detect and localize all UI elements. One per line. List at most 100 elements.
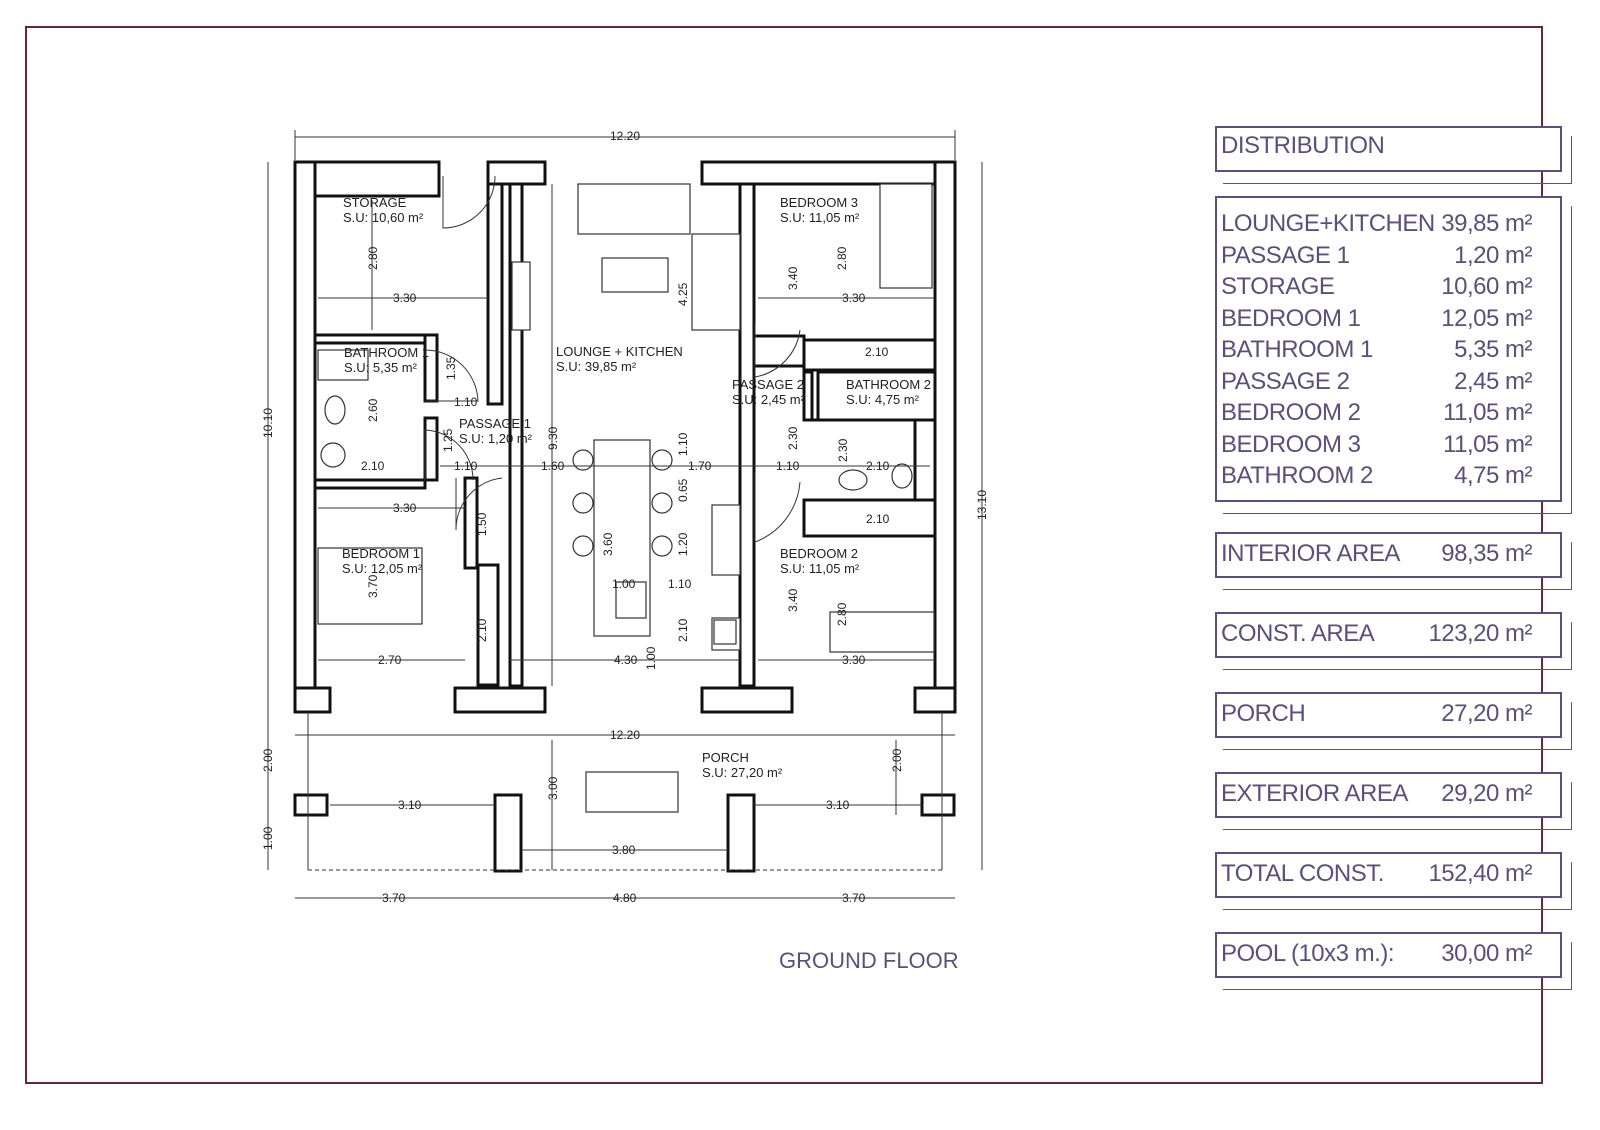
dim-bed2-top: 2.10 bbox=[866, 512, 890, 526]
dim-lounge-e: 3.60 bbox=[601, 532, 615, 556]
distribution-label: BATHROOM 1 bbox=[1221, 336, 1373, 363]
dim-porch-mid: 3.80 bbox=[612, 843, 636, 857]
dim-lounge-k: 4.25 bbox=[676, 282, 690, 306]
distribution-label: BATHROOM 2 bbox=[1221, 462, 1373, 489]
bedroom1-area: S.U: 12,05 m² bbox=[342, 561, 423, 576]
passage2-area: S.U: 2,45 m² bbox=[732, 392, 806, 407]
distribution-value: 12,05 m² bbox=[1441, 304, 1532, 332]
bedroom2-name: BEDROOM 2 bbox=[780, 546, 858, 561]
summary-label: PORCH bbox=[1221, 700, 1306, 727]
distribution-row: BATHROOM 2 4,75 m² bbox=[1217, 460, 1560, 492]
distribution-value: 4,75 m² bbox=[1454, 462, 1532, 489]
dim-porch-r-depth: 2.00 bbox=[890, 748, 904, 772]
summary-value: 29,20 m² bbox=[1441, 780, 1532, 807]
distribution-label: BEDROOM 1 bbox=[1221, 304, 1361, 332]
dim-right-height: 13.10 bbox=[975, 490, 989, 520]
dim-bottom-right: 3.70 bbox=[842, 891, 866, 905]
passage1-name: PASSAGE 1 bbox=[459, 416, 531, 431]
summary-box: CONST. AREA 123,20 m² bbox=[1215, 612, 1572, 670]
dim-bed1-w2: 2.70 bbox=[378, 653, 402, 667]
distribution-label: BEDROOM 3 bbox=[1221, 430, 1361, 458]
dim-lounge-d: 1.70 bbox=[688, 459, 712, 473]
passage1-area: S.U: 1,20 m² bbox=[459, 431, 533, 446]
bathroom1-name: BATHROOM 1 bbox=[344, 345, 429, 360]
summary-value: 152,40 m² bbox=[1428, 860, 1532, 887]
distribution-value: 1,20 m² bbox=[1454, 241, 1532, 269]
dim-lounge-h: 9.30 bbox=[546, 426, 560, 450]
dim-bed1-w: 3.30 bbox=[393, 501, 417, 515]
distribution-value: 11,05 m² bbox=[1443, 399, 1532, 426]
dim-lounge-h2: 1.10 bbox=[668, 577, 692, 591]
distribution-label: PASSAGE 1 bbox=[1221, 241, 1350, 269]
dim-p2-b: 1.10 bbox=[776, 459, 800, 473]
summary-label: INTERIOR AREA bbox=[1221, 540, 1400, 567]
distribution-value: 10,60 m² bbox=[1441, 273, 1532, 300]
summary-value: 98,35 m² bbox=[1441, 540, 1532, 567]
distribution-row: BEDROOM 3 11,05 m² bbox=[1217, 429, 1560, 461]
storage-name: STORAGE bbox=[343, 195, 407, 210]
dim-p2-h: 2.30 bbox=[786, 426, 800, 450]
summary-row: TOTAL CONST. 152,40 m² bbox=[1217, 854, 1560, 894]
room-labels: STORAGE S.U: 10,60 m² BATHROOM 1 S.U: 5,… bbox=[342, 195, 931, 780]
summary-box: TOTAL CONST. 152,40 m² bbox=[1215, 852, 1572, 910]
dim-bed2-w: 3.30 bbox=[842, 653, 866, 667]
dim-storage-h: 2.80 bbox=[366, 246, 380, 270]
dim-porch-extra-left: 1.00 bbox=[261, 826, 275, 850]
summary-label: CONST. AREA bbox=[1221, 620, 1375, 647]
summary-value: 30,00 m² bbox=[1441, 940, 1532, 967]
dim-bed3-w: 3.30 bbox=[842, 291, 866, 305]
bedroom3-name: BEDROOM 3 bbox=[780, 195, 858, 210]
porch-name: PORCH bbox=[702, 750, 749, 765]
dim-bed1-h: 3.70 bbox=[366, 574, 380, 598]
dim-lounge-f: 1.20 bbox=[676, 532, 690, 556]
dim-left-height: 10.10 bbox=[261, 408, 275, 438]
distribution-label: BEDROOM 2 bbox=[1221, 399, 1361, 426]
dim-lounge-j: 1.00 bbox=[644, 646, 658, 670]
furniture bbox=[317, 175, 935, 813]
summary-label: EXTERIOR AREA bbox=[1221, 780, 1408, 807]
dim-bath2-h: 2.30 bbox=[836, 438, 850, 462]
dim-porch-l: 3.10 bbox=[398, 798, 422, 812]
walls bbox=[293, 160, 957, 873]
dim-porch-width: 12.20 bbox=[610, 728, 640, 742]
dimension-lines: 12.20 10.10 2.00 1.00 13.10 3.70 4.80 3.… bbox=[261, 129, 989, 905]
dim-bottom-mid: 4.80 bbox=[613, 891, 637, 905]
dim-bed2-h: 3.40 bbox=[786, 588, 800, 612]
dim-bottom-left: 3.70 bbox=[382, 891, 406, 905]
summary-row: EXTERIOR AREA 29,20 m² bbox=[1217, 774, 1560, 814]
drawing-title: GROUND FLOOR bbox=[779, 948, 959, 973]
distribution-row: BEDROOM 1 12,05 m² bbox=[1217, 303, 1560, 335]
bedroom3-area: S.U: 11,05 m² bbox=[780, 210, 860, 225]
dim-p1-c: 1.25 bbox=[441, 428, 455, 452]
bathroom1-area: S.U: 5,35 m² bbox=[344, 360, 418, 375]
distribution-value: 2,45 m² bbox=[1454, 367, 1532, 395]
dim-p1-d: 1.10 bbox=[454, 459, 478, 473]
dim-bath1-w: 2.10 bbox=[361, 459, 385, 473]
passage2-name: PASSAGE 2 bbox=[732, 377, 804, 392]
dim-lounge-a: 1.60 bbox=[541, 459, 565, 473]
summary-label: TOTAL CONST. bbox=[1221, 860, 1384, 887]
distribution-row: BEDROOM 2 11,05 m² bbox=[1217, 397, 1560, 429]
distribution-header: DISTRIBUTION bbox=[1221, 132, 1385, 159]
lounge-area: S.U: 39,85 m² bbox=[556, 359, 637, 374]
storage-area: S.U: 10,60 m² bbox=[343, 210, 424, 225]
summary-box: EXTERIOR AREA 29,20 m² bbox=[1215, 772, 1572, 830]
dim-porch-depth: 3.00 bbox=[546, 776, 560, 800]
porch-area: S.U: 27,20 m² bbox=[702, 765, 783, 780]
dim-bed1-d2: 2.10 bbox=[475, 618, 489, 642]
dim-lounge-b: 1.10 bbox=[676, 432, 690, 456]
inner-dimension-labels: 3.30 2.80 2.60 2.10 1.35 1.10 1.25 1.10 … bbox=[361, 246, 904, 857]
summary-label: POOL (10x3 m.): bbox=[1221, 940, 1395, 967]
dim-top-width: 12.20 bbox=[610, 129, 640, 143]
summary-value: 123,20 m² bbox=[1428, 620, 1532, 647]
distribution-value: 11,05 m² bbox=[1443, 430, 1532, 458]
dim-p1-a: 1.35 bbox=[444, 356, 458, 380]
dim-lounge-i: 2.10 bbox=[676, 618, 690, 642]
distribution-value: 5,35 m² bbox=[1454, 336, 1532, 363]
distribution-value: 39,85 m² bbox=[1441, 210, 1532, 237]
dim-bed3-h2: 3.40 bbox=[786, 266, 800, 290]
